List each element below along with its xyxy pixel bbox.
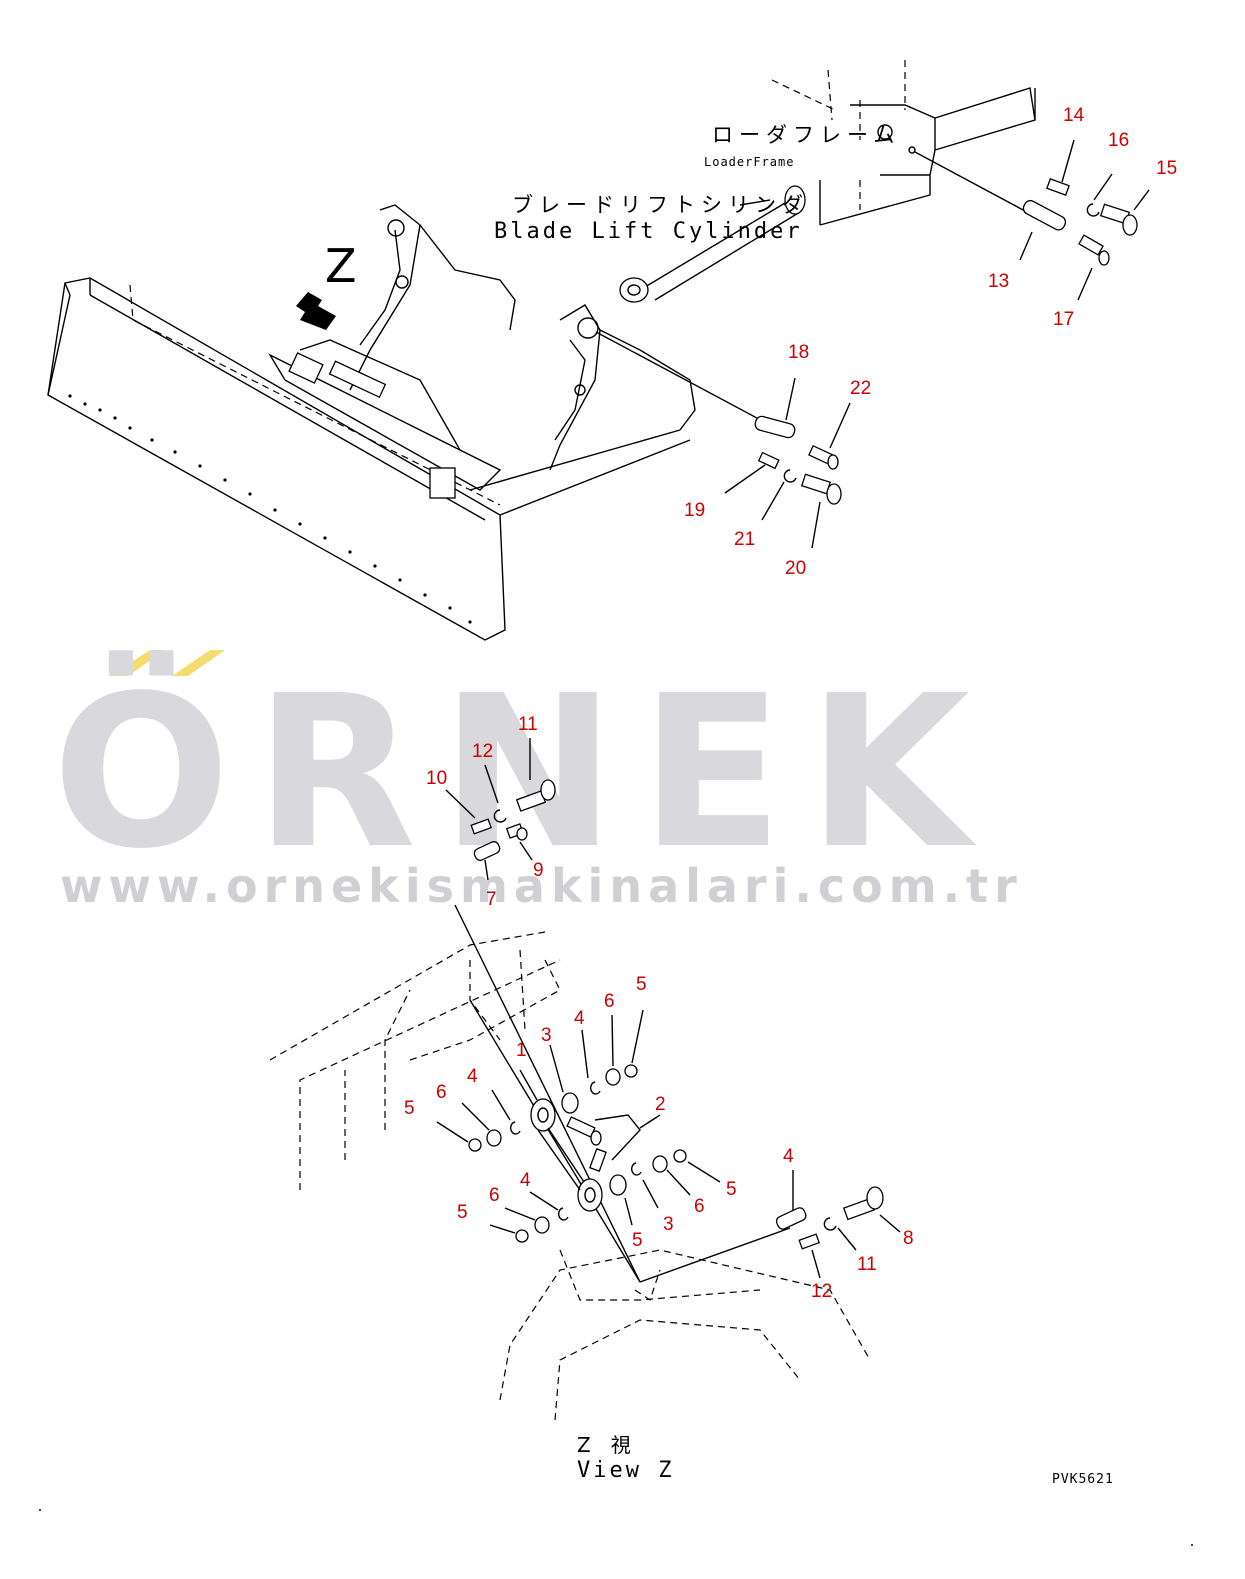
part-1-link-top-eye: [530, 1098, 556, 1132]
view-z-marker: Z: [296, 239, 357, 330]
callout-1: 1: [516, 1040, 527, 1061]
callout-8: 4: [783, 1146, 794, 1167]
view-marker-label: Z: [325, 239, 357, 293]
watermark-accent-right: [172, 650, 225, 676]
part-10-plate: [470, 818, 493, 835]
loader-frame: [771, 60, 1039, 226]
callout-15: 15: [1156, 158, 1177, 179]
part-4-snap-ring-left: [510, 1121, 521, 1135]
blade-lift-cylinder-label-jp: ブレードリフトシリンダ: [512, 193, 809, 217]
loader-frame-label-en: LoaderFrame: [704, 155, 794, 169]
part-3-bushing-top: [561, 1092, 579, 1114]
part-11-bolt-lower: [842, 1186, 884, 1221]
callout-19: 19: [684, 500, 705, 521]
callout-6-left: 6: [436, 1082, 447, 1103]
parts-group-view-z-lower-right: [775, 1170, 901, 1279]
callout-6-top: 6: [604, 991, 615, 1012]
watermark: ÖRNEK www.ornekismakinalari.com.tr: [52, 649, 1023, 913]
callout-4-top: 4: [574, 1008, 585, 1029]
part-19-plate: [757, 451, 780, 470]
part-9-grease-fitting: [505, 823, 528, 841]
part-7-pin: [473, 841, 501, 861]
callout-21: 21: [734, 529, 755, 550]
part-4-snap-ring-top: [590, 1081, 601, 1095]
view-title-jp: Z 視: [577, 1433, 631, 1457]
callout-10-top: 10: [426, 768, 447, 789]
blade-lift-cylinder-label-en: Blade Lift Cylinder: [494, 219, 803, 244]
callout-13: 13: [988, 271, 1009, 292]
part-17-grease-fitting: [1078, 234, 1110, 266]
part-6-seal-bottom: [534, 1216, 550, 1234]
callout-2: 2: [655, 1094, 666, 1115]
watermark-accent-left: [110, 650, 165, 676]
callout-14: 14: [1063, 105, 1085, 126]
parts-group-upper-middle: [724, 377, 851, 549]
part-18-pin: [754, 415, 796, 439]
part-21-washer: [783, 469, 797, 483]
part-4-snap-ring-right: [631, 1162, 642, 1176]
part-1-link-bottom-eye: [577, 1178, 603, 1212]
view-title-en: View Z: [577, 1458, 674, 1483]
part-12-washer: [493, 809, 507, 823]
callout-4-right: 3: [663, 1214, 674, 1235]
callout-6-right: 6: [694, 1196, 705, 1217]
callout-22: 22: [850, 378, 871, 399]
callout-17: 17: [1053, 309, 1074, 330]
parts-group-upper-right: [1019, 139, 1150, 301]
part-6-seal-top: [605, 1068, 621, 1086]
part-13-pin: [1022, 199, 1067, 231]
blade-assembly: [47, 204, 696, 641]
callout-3-top: 3: [541, 1025, 552, 1046]
part-10-plate-lower: [798, 1233, 821, 1250]
part-22-grease-fitting: [808, 444, 839, 470]
part-5-cap-left: [468, 1138, 482, 1152]
part-14-plate: [1046, 178, 1070, 196]
callout-5-top: 5: [636, 974, 647, 995]
drawing-code: PVK5621: [1052, 1472, 1114, 1487]
callout-5-bottom: 5: [457, 1202, 468, 1223]
part-5-cap-top: [624, 1064, 638, 1078]
callout-12-top: 12: [472, 741, 493, 762]
callout-labels: 14 16 15 13 17 18 22 19 21 20 11 12 10 9…: [404, 105, 1177, 1302]
callout-12-bottom: 11: [857, 1254, 877, 1275]
callout-3-bottom: 5: [632, 1230, 643, 1251]
part-6-seal-right: [652, 1155, 668, 1173]
callout-9: 9: [533, 860, 544, 881]
callout-18: 18: [788, 342, 809, 363]
watermark-brand: ÖRNEK: [52, 649, 994, 895]
part-5-cap-bottom: [515, 1229, 529, 1243]
view-z-arrow-icon: [296, 292, 336, 330]
callout-4-left: 4: [467, 1066, 478, 1087]
part-16-washer: [1086, 203, 1100, 217]
part-15-bolt: [1099, 203, 1138, 236]
part-4-snap-ring-bottom: [558, 1207, 569, 1221]
callout-4-bottom: 4: [520, 1170, 531, 1191]
callout-6-bottom: 6: [489, 1185, 500, 1206]
part-2-grease-fitting: [566, 1116, 607, 1172]
part-8-pin: [775, 1207, 807, 1230]
part-5-cap-right: [673, 1149, 687, 1163]
parts-group-view-z-upper: [445, 738, 556, 881]
part-6-seal-left: [486, 1129, 502, 1147]
loader-frame-label-jp: ローダフレーム: [712, 123, 900, 147]
part-3-bushing-bottom: [609, 1174, 627, 1196]
view-z-assembly: [269, 904, 871, 1421]
blade-lift-cylinder: [595, 185, 806, 426]
callout-7: 7: [486, 889, 497, 910]
callout-5-right: 5: [726, 1179, 737, 1200]
callout-5-left: 5: [404, 1098, 415, 1119]
callout-11-bottom: 8: [903, 1228, 914, 1249]
parts-group-view-z-middle: [436, 1009, 721, 1243]
watermark-url: www.ornekismakinalari.com.tr: [60, 859, 1023, 913]
callout-11-top: 11: [518, 714, 538, 735]
part-11-bolt: [515, 779, 556, 812]
part-20-bolt: [800, 473, 842, 505]
part-12-washer-lower: [823, 1217, 837, 1231]
callout-10-bottom: 12: [811, 1281, 832, 1302]
callout-20: 20: [785, 558, 806, 579]
callout-16: 16: [1108, 130, 1129, 151]
